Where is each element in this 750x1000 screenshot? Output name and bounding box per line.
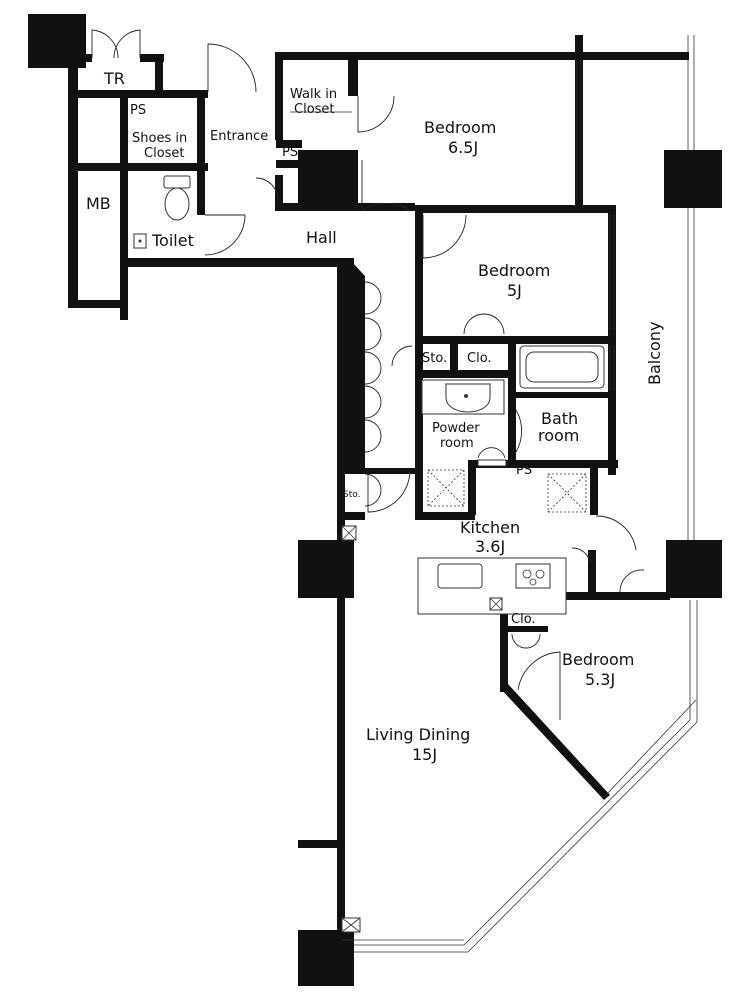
closet-label-1: Clo. xyxy=(467,351,492,366)
living-dining-label: Living Dining xyxy=(366,725,470,744)
storage-label: Sto. xyxy=(343,293,360,303)
walls xyxy=(68,35,689,932)
powder-room-label-line2: room xyxy=(440,436,474,451)
storage-labels: Sto. Sto. Sto. Sto. Sto. Sto. xyxy=(343,293,360,500)
powder-counter xyxy=(477,459,507,467)
storage-label: Sto. xyxy=(343,328,360,338)
kitchen-size: 3.6J xyxy=(475,537,505,556)
doors xyxy=(91,29,645,720)
walk-in-closet-label-line1: Walk in xyxy=(290,87,337,102)
ps-label-2: PS xyxy=(282,145,298,160)
ps-label-1: PS xyxy=(130,103,146,118)
bedroom-6-5-label: Bedroom xyxy=(424,118,496,137)
wash-basin xyxy=(421,379,505,415)
sto-label: Sto. xyxy=(422,351,447,366)
vent-markers xyxy=(341,525,503,933)
powder-room-label-line1: Powder xyxy=(432,421,480,436)
tr-label: TR xyxy=(103,69,125,88)
bathtub xyxy=(519,345,605,389)
storage-label: Sto. xyxy=(343,397,360,407)
windows xyxy=(342,60,697,941)
columns xyxy=(28,14,722,986)
closet-label-2: Clo. xyxy=(511,612,536,627)
toilet-fixture xyxy=(163,175,191,221)
storage-label: Sto. xyxy=(343,432,360,442)
storage-label: Sto. xyxy=(343,362,360,372)
walk-in-closet-label-line2: Closet xyxy=(294,102,335,117)
living-dining-size: 15J xyxy=(412,745,437,764)
bedroom-6-5-size: 6.5J xyxy=(448,138,478,157)
hall-label: Hall xyxy=(306,228,337,247)
mb-label: MB xyxy=(86,194,111,213)
bath-room-label-line2: room xyxy=(538,426,579,445)
shoes-closet-label-line1: Shoes in xyxy=(132,131,187,146)
kitchen-label: Kitchen xyxy=(460,518,520,537)
bedroom-5-3-size: 5.3J xyxy=(585,670,615,689)
paper-holder xyxy=(133,233,147,249)
balcony-rail xyxy=(354,35,698,953)
ps-label-3: PS xyxy=(516,463,532,478)
room-labels: TR PS Shoes in Closet Entrance Walk in C… xyxy=(86,69,664,764)
bedroom-5-3-label: Bedroom xyxy=(562,650,634,669)
entrance-label: Entrance xyxy=(210,129,268,144)
balcony-label: Balcony xyxy=(645,322,664,385)
fridge-space xyxy=(427,469,587,513)
storage-label: Sto. xyxy=(343,490,360,500)
bedroom-5-size: 5J xyxy=(507,281,522,300)
shoes-closet-label-line2: Closet xyxy=(144,146,185,161)
bath-room-label-line1: Bath xyxy=(541,409,578,428)
toilet-label: Toilet xyxy=(151,231,194,250)
bedroom-5-label: Bedroom xyxy=(478,261,550,280)
